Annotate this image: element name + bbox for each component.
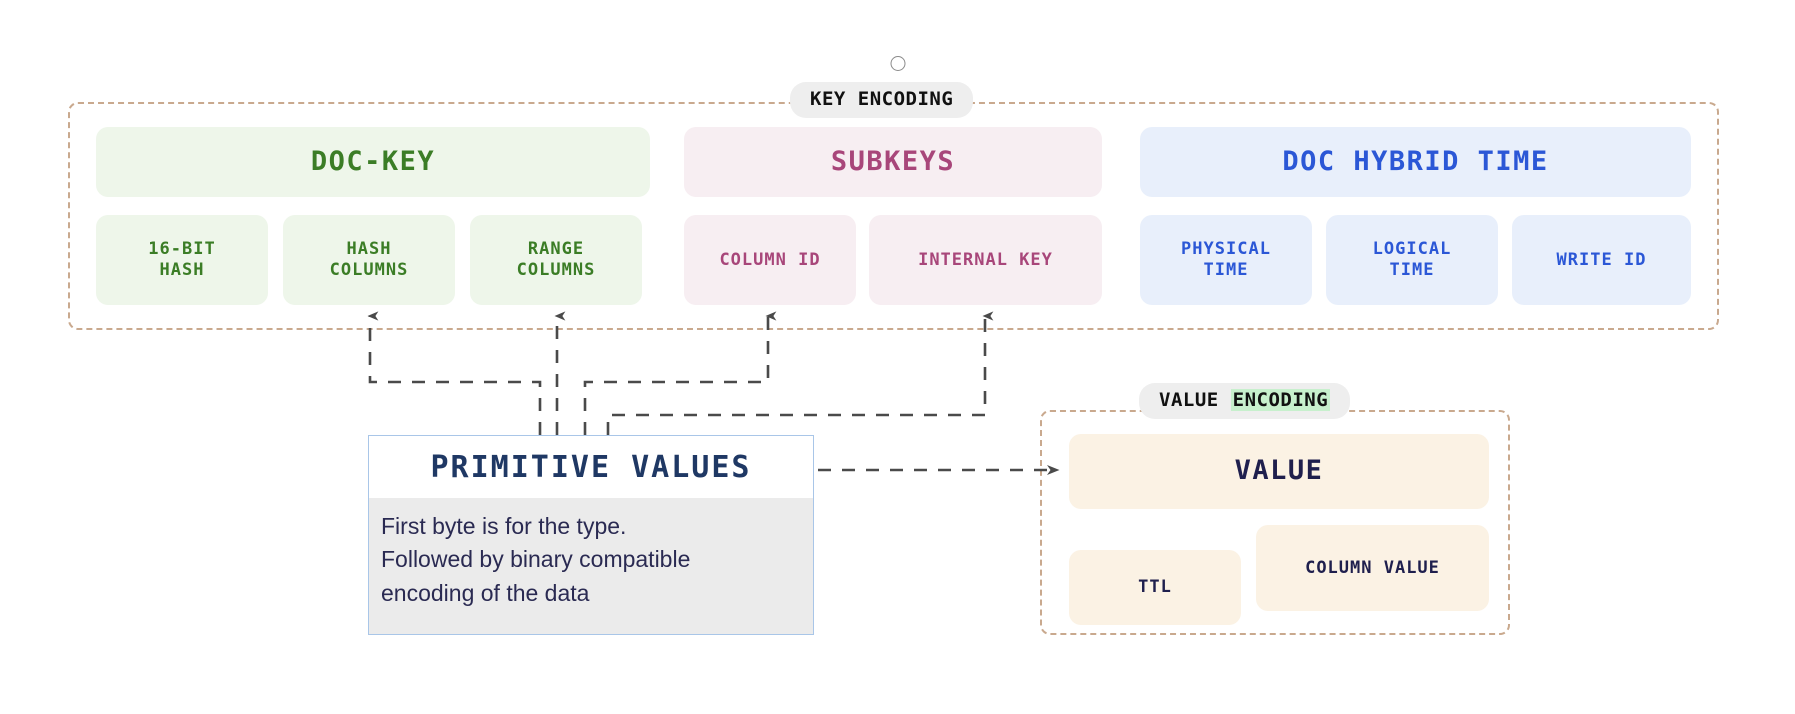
doc-key-item-16-bit-hash-label: 16-BIT HASH: [148, 239, 216, 280]
value-item-ttl[interactable]: TTL: [1069, 550, 1241, 625]
value-encoding-label-plain: VALUE: [1159, 389, 1231, 411]
value-item-column-value-label: COLUMN VALUE: [1305, 557, 1440, 578]
value-item-column-value[interactable]: COLUMN VALUE: [1256, 525, 1489, 611]
doc-hybrid-time-item-physical-time-label: PHYSICAL TIME: [1181, 239, 1271, 280]
doc-key-item-hash-columns[interactable]: HASH COLUMNS: [283, 215, 455, 305]
doc-key-item-range-columns-label: RANGE COLUMNS: [516, 239, 596, 280]
primitive-values-collapse-handle[interactable]: [890, 56, 905, 71]
doc-hybrid-time-item-logical-time-label: LOGICAL TIME: [1372, 239, 1452, 280]
subkeys-item-internal-key-label: INTERNAL KEY: [918, 249, 1053, 270]
key-encoding-label: KEY ENCODING: [790, 82, 974, 118]
value-item-ttl-label: TTL: [1138, 577, 1172, 598]
value-encoding-label-highlight: ENCODING: [1230, 389, 1331, 411]
value-header-card[interactable]: VALUE: [1069, 434, 1489, 509]
doc-key-header-card[interactable]: DOC-KEY: [96, 127, 650, 197]
doc-hybrid-time-header-label: DOC HYBRID TIME: [1282, 145, 1549, 177]
doc-key-item-16-bit-hash[interactable]: 16-BIT HASH: [96, 215, 268, 305]
value-header-label: VALUE: [1234, 455, 1324, 487]
primitive-values-node[interactable]: PRIMITIVE VALUES First byte is for the t…: [368, 435, 814, 635]
primitive-values-description: First byte is for the type. Followed by …: [369, 498, 813, 634]
key-encoding-label-text: KEY ENCODING: [810, 88, 954, 110]
doc-hybrid-time-item-logical-time[interactable]: LOGICAL TIME: [1326, 215, 1498, 305]
doc-hybrid-time-header-card[interactable]: DOC HYBRID TIME: [1140, 127, 1691, 197]
subkeys-item-internal-key[interactable]: INTERNAL KEY: [869, 215, 1102, 305]
connector-primitive-to-internal-key: [606, 311, 994, 435]
doc-key-header-label: DOC-KEY: [310, 145, 436, 177]
value-encoding-label: VALUE ENCODING: [1139, 383, 1351, 419]
doc-hybrid-time-item-write-id-label: WRITE ID: [1556, 249, 1647, 270]
doc-key-item-hash-columns-label: HASH COLUMNS: [329, 239, 409, 280]
primitive-values-title: PRIMITIVE VALUES: [430, 449, 752, 485]
subkeys-header-label: SUBKEYS: [830, 145, 956, 177]
subkeys-item-column-id[interactable]: COLUMN ID: [684, 215, 856, 305]
doc-hybrid-time-item-physical-time[interactable]: PHYSICAL TIME: [1140, 215, 1312, 305]
connector-primitive-to-column-id: [583, 311, 777, 435]
subkeys-header-card[interactable]: SUBKEYS: [684, 127, 1102, 197]
connector-primitive-to-hash-columns: [367, 311, 542, 435]
subkeys-item-column-id-label: COLUMN ID: [719, 249, 821, 270]
doc-key-item-range-columns[interactable]: RANGE COLUMNS: [470, 215, 642, 305]
doc-hybrid-time-item-write-id[interactable]: WRITE ID: [1512, 215, 1691, 305]
